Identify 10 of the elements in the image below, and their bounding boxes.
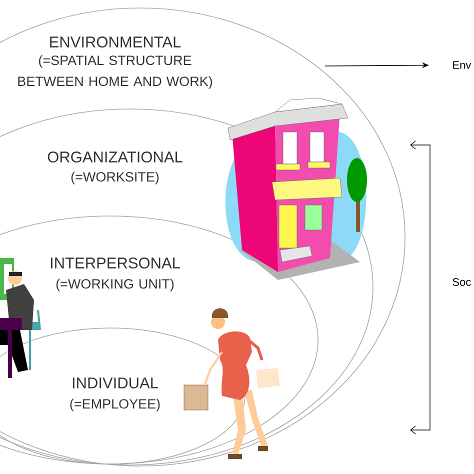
level-description: (=EMPLOYEE) — [70, 398, 160, 412]
level-description: (=WORKING UNIT) — [56, 278, 174, 292]
level-heading: ENVIRONMENTAL — [50, 36, 181, 48]
level-heading: INDIVIDUAL — [72, 378, 158, 388]
level-heading: INTERPERSONAL — [50, 258, 180, 268]
level-description: (=WORKSITE) — [71, 172, 159, 184]
side-text: Soc — [452, 278, 471, 286]
level-description: (=SPATIAL STRUCTURE BETWEEN HOME AND WORK) — [18, 55, 212, 89]
level-heading: ORGANIZATIONAL — [48, 152, 182, 162]
side-text: Env — [453, 61, 472, 69]
